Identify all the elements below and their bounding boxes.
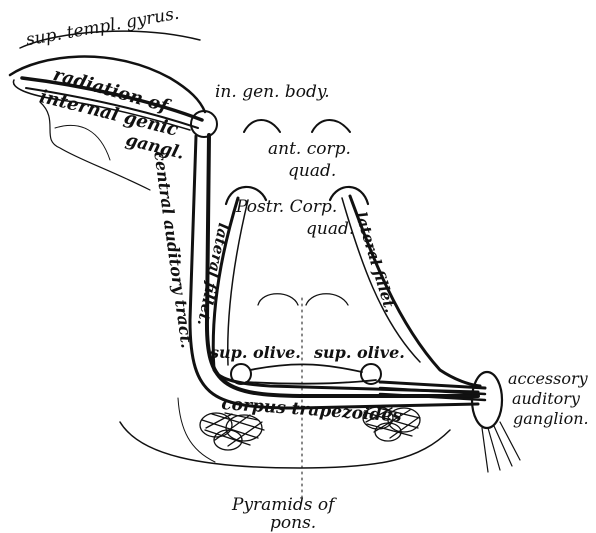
label-accessory-line1: accessory bbox=[508, 370, 588, 388]
auditory-nerve-fibers bbox=[482, 422, 520, 472]
brainstem-inner-outline bbox=[258, 294, 298, 305]
olive-connection-fibers bbox=[250, 364, 362, 372]
brainstem-inner-outline bbox=[306, 294, 348, 305]
label-ant-corp-quad-line2: quad. bbox=[288, 162, 336, 180]
internal-geniculate-body bbox=[191, 111, 217, 137]
label-pyramids-line2: pons. bbox=[270, 514, 316, 532]
label-sup-olive-right: sup. olive. bbox=[314, 344, 405, 362]
label-postr-corp-line1: Postr. Corp. bbox=[236, 198, 337, 216]
label-sup-olive-left: sup. olive. bbox=[210, 344, 301, 362]
label-accessory-line3: ganglion. bbox=[513, 410, 589, 428]
label-postr-corp-line2: quad. bbox=[306, 220, 354, 238]
label-in-gen-body: in. gen. body. bbox=[215, 83, 330, 101]
temporal-lobe-outline bbox=[55, 125, 110, 160]
pons-outline bbox=[178, 398, 215, 462]
label-ant-corp-quad-line1: ant. corp. bbox=[268, 140, 351, 158]
label-accessory-line2: auditory bbox=[512, 390, 580, 408]
anterior-corpus-quadrigeminum bbox=[312, 120, 350, 132]
anterior-corpus-quadrigeminum bbox=[244, 120, 280, 132]
olive-connection-fibers bbox=[246, 380, 376, 384]
superior-olive-left bbox=[231, 364, 251, 384]
label-pyramids-line1: Pyramids of bbox=[232, 496, 334, 514]
